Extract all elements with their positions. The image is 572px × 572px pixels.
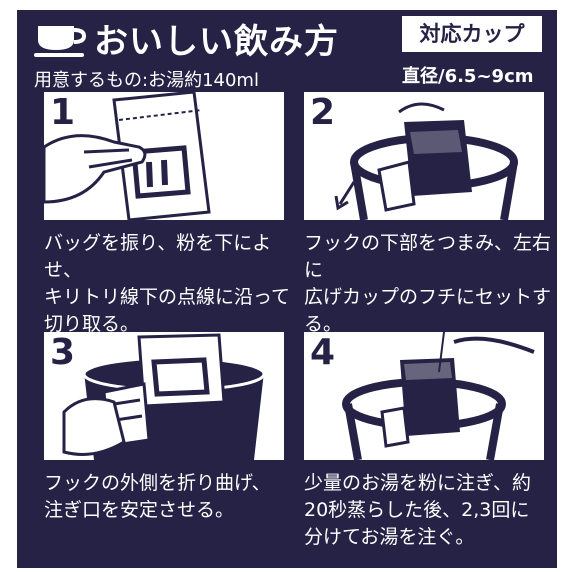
requirement-text: 用意するもの:お湯約140ml	[34, 70, 259, 91]
step-3-illustration	[44, 332, 284, 460]
step-1-number: 1	[50, 92, 76, 133]
step-2-line: 広げカップのフチにセットする。	[304, 286, 552, 335]
step-3-line: 注ぎ口を安定させる。	[44, 499, 235, 521]
coffee-cup-icon	[34, 26, 87, 57]
step-4-line: 20秒蒸らした後、2,3回に	[304, 499, 530, 521]
step-3-number: 3	[50, 332, 76, 373]
step-2-text: フックの下部をつまみ、左右に 広げカップのフチにセットする。	[304, 230, 556, 338]
step-4-text: 少量のお湯を粉に注ぎ、約 20秒蒸らした後、2,3回に 分けてお湯を注ぐ。	[304, 470, 556, 551]
cup-compat-badge: 対応カップ	[402, 16, 542, 52]
step-4-line: 少量のお湯を粉に注ぎ、約	[304, 472, 532, 494]
step-1-illustration	[44, 92, 284, 220]
step-4-line: 分けてお湯を注ぐ。	[304, 526, 475, 548]
step-4-number: 4	[310, 332, 336, 373]
step-2-illustration	[304, 92, 544, 220]
step-4-illustration	[304, 332, 544, 460]
step-1-line: バッグを振り、粉を下によせ、	[44, 232, 272, 281]
step-2-line: フックの下部をつまみ、左右に	[304, 232, 552, 281]
step-1-line: キリトリ線下の点線に沿って	[44, 286, 291, 308]
step-1-line: 切り取る。	[44, 313, 140, 335]
page-title: おいしい飲み方	[94, 22, 339, 62]
step-3-line: フックの外側を折り曲げ、	[44, 472, 271, 494]
step-3-text: フックの外側を折り曲げ、 注ぎ口を安定させる。	[44, 470, 296, 524]
step-1-text: バッグを振り、粉を下によせ、 キリトリ線下の点線に沿って 切り取る。	[44, 230, 296, 338]
diameter-text: 直径/6.5~9cm	[402, 66, 534, 87]
step-2-number: 2	[310, 92, 336, 133]
